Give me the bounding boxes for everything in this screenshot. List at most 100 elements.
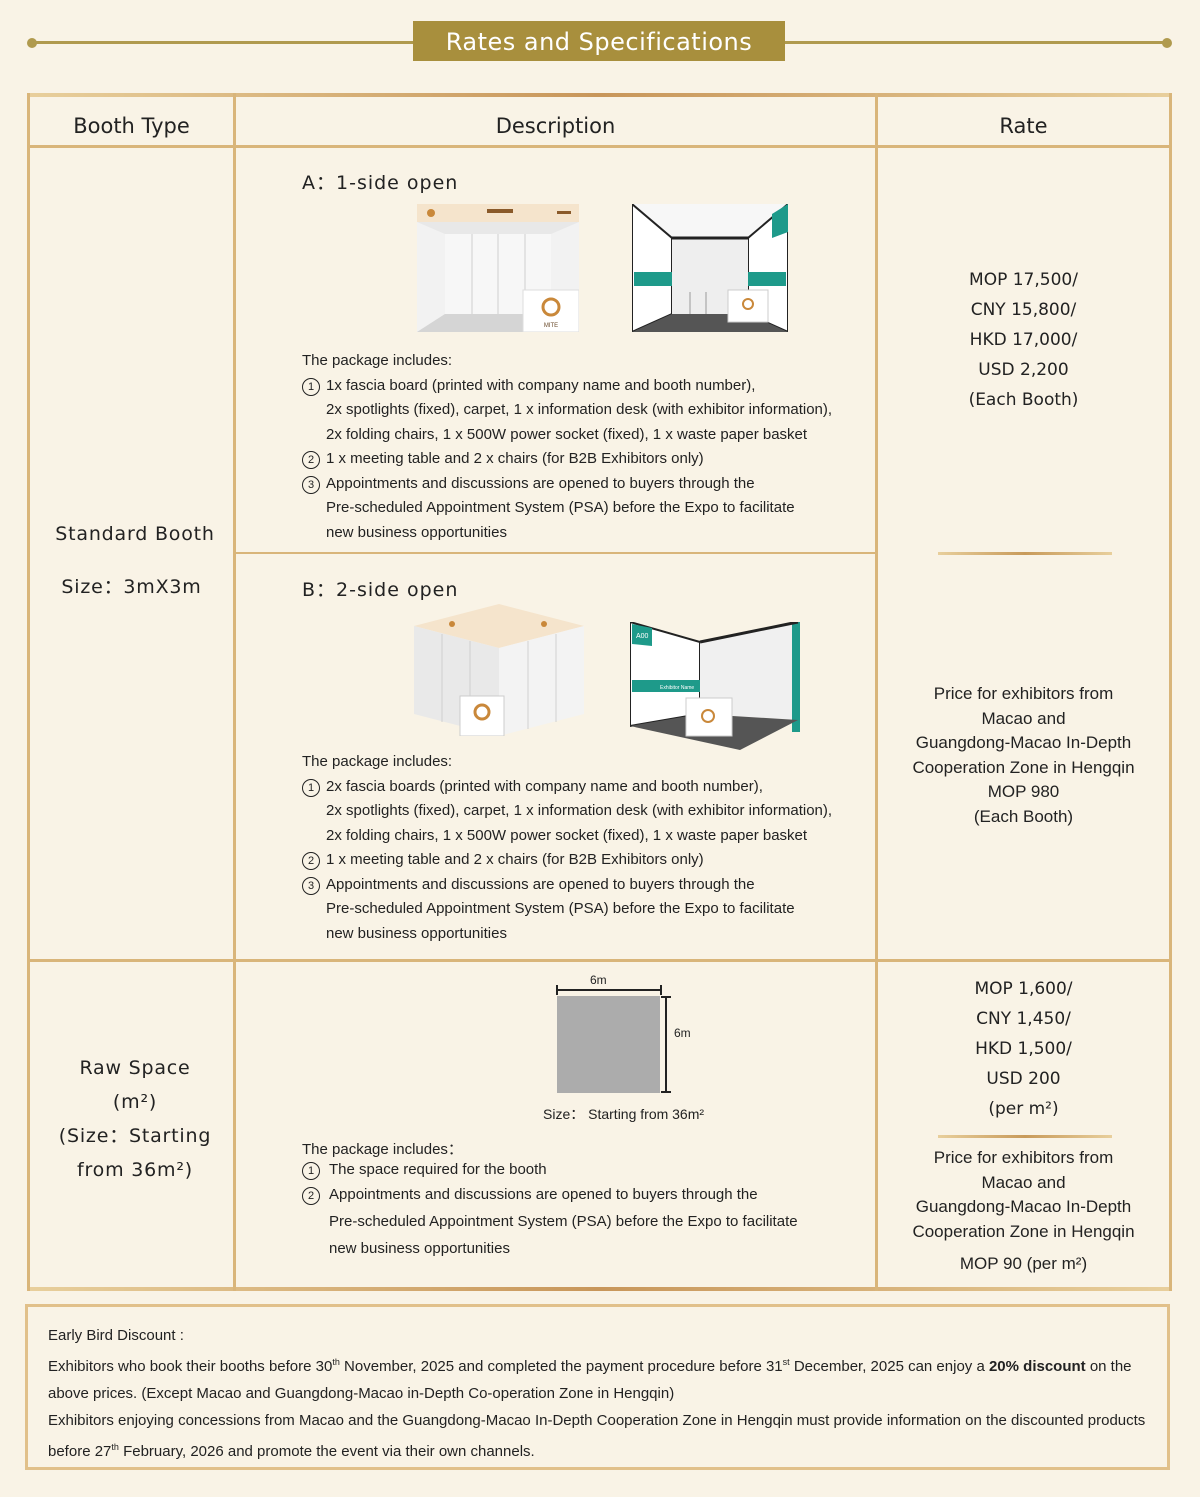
raw-space-item-1: 1 The space required for the booth — [302, 1159, 862, 1181]
raw-space-name-line: (m²) — [112, 1091, 158, 1113]
header-booth-type: Booth Type — [73, 114, 190, 138]
early-bird-title: Early Bird Discount : — [48, 1327, 184, 1344]
booth-a-desk-logo — [541, 297, 561, 317]
raw-space-local-rate-line: Cooperation Zone in Hengqin — [912, 1221, 1135, 1241]
booth-b-fascia-logo-right — [541, 621, 547, 627]
raw-space-width-tick-left — [556, 985, 558, 995]
option-a-item-1-line: 1x fascia board (printed with company na… — [326, 376, 756, 394]
option-b-item-3-line: new business opportunities — [326, 924, 507, 942]
standard-booth-size: Size：3mX3m — [61, 576, 202, 598]
raw-space-name-line: Raw Space — [79, 1057, 191, 1079]
option-b-item-2-line: 1 x meeting table and 2 x chairs (for B2… — [326, 851, 704, 868]
option-b-title: B：2-side open — [302, 579, 459, 601]
table-left-border — [27, 93, 30, 1291]
table-right-border — [1169, 93, 1172, 1291]
option-b-item-3: 3 Appointments and discussions are opene… — [302, 873, 862, 947]
standard-rate-line: HKD 17,000/ — [969, 330, 1078, 350]
raw-space-square — [557, 996, 660, 1093]
option-b-item-1: 1 2x fascia boards (printed with company… — [302, 775, 862, 849]
title-rule-left — [32, 41, 413, 44]
early-bird-text-part: Exhibitors who book their booths before … — [48, 1358, 333, 1375]
item-number: 1 — [302, 377, 320, 396]
page-title: Rates and Specifications — [413, 21, 785, 61]
raw-space-local-rate-line: MOP 90 (per m²) — [959, 1254, 1088, 1273]
option-b-item-2: 2 1 x meeting table and 2 x chairs (for … — [302, 848, 862, 873]
booth-b-front-image — [414, 604, 584, 736]
item-number: 2 — [302, 451, 320, 469]
option-a-item-1-line: 2x folding chairs, 1 x 500W power socket… — [326, 425, 808, 443]
early-bird-superscript: st — [782, 1357, 790, 1367]
option-a-item-3-line: new business opportunities — [326, 523, 507, 541]
booth-a-fascia-logo — [427, 209, 435, 217]
option-a-title: A：1-side open — [302, 172, 459, 194]
early-bird-text-part: November, 2025 and completed the payment… — [339, 1358, 783, 1375]
raw-space-height-label: 6m — [674, 1026, 691, 1040]
raw-space-item-2-line: Appointments and discussions are opened … — [329, 1186, 758, 1203]
table-row-divider — [27, 959, 1172, 962]
title-rule-left-dot — [27, 38, 37, 48]
raw-space-name: Raw Space (m²) (Size：Starting from 36m²) — [30, 1051, 240, 1187]
standard-local-rate-line: Macao and — [981, 708, 1066, 728]
early-bird-paragraph-2: Exhibitors enjoying concessions from Mac… — [48, 1407, 1158, 1465]
raw-space-width-label: 6m — [590, 973, 607, 987]
table-header-divider — [27, 145, 1172, 148]
raw-space-package-title: The package includes： — [302, 1141, 463, 1158]
early-bird-text-part: December, 2025 can enjoy a — [789, 1358, 989, 1375]
option-a-package: The package includes: 1 1x fascia board … — [302, 349, 862, 545]
raw-space-item-2-line: new business opportunities — [329, 1240, 510, 1257]
standard-local-rate-line: (Each Booth) — [973, 806, 1074, 826]
standard-local-rate-line: Cooperation Zone in Hengqin — [912, 757, 1135, 777]
item-number: 2 — [302, 1187, 320, 1205]
option-b-item-3-line: Appointments and discussions are opened … — [326, 875, 755, 893]
header-rate: Rate — [999, 114, 1048, 138]
early-bird-text-part: Exhibitors enjoying concessions from Mac… — [48, 1412, 1146, 1460]
early-bird-superscript: th — [111, 1442, 119, 1452]
table-bottom-border — [27, 1287, 1172, 1291]
raw-space-rate-line: HKD 1,500/ — [975, 1039, 1072, 1059]
early-bird-box — [25, 1304, 1170, 1470]
booth-b-fascia-logo-left — [449, 621, 455, 627]
table-col-divider-2 — [875, 93, 878, 1291]
booth-b-side-image: A00 Exhibitor Name — [630, 622, 800, 750]
early-bird-text-part: February, 2026 and promote the event via… — [118, 1443, 535, 1460]
raw-space-local-rate-line: Macao and — [981, 1172, 1066, 1192]
table-top-border — [27, 93, 1172, 97]
standard-local-rate-line: MOP 980 — [987, 782, 1060, 801]
standard-local-rate: Price for exhibitors from Macao and Guan… — [878, 682, 1169, 829]
title-rule-right — [785, 41, 1167, 44]
early-bird-text: Early Bird Discount : Exhibitors who boo… — [48, 1322, 1158, 1465]
raw-space-width-tick-right — [660, 985, 662, 995]
item-number: 2 — [302, 852, 320, 870]
raw-space-name-line: (Size：Starting — [58, 1125, 212, 1147]
raw-space-item-2: 2 Appointments and discussions are opene… — [302, 1181, 862, 1262]
early-bird-superscript: th — [332, 1357, 340, 1367]
raw-space-local-rate-line: Price for exhibitors from — [933, 1148, 1114, 1167]
option-a-item-1: 1 1x fascia board (printed with company … — [302, 374, 862, 448]
booth-b-exhibitor-text: Exhibitor Name — [660, 685, 694, 691]
raw-space-item-1-line: The space required for the booth — [329, 1161, 547, 1178]
standard-rate-line: (Each Booth) — [968, 390, 1079, 410]
header-description: Description — [495, 114, 616, 138]
raw-space-rate-line: USD 200 — [986, 1069, 1061, 1089]
item-number: 3 — [302, 876, 320, 895]
early-bird-text-part: on the above prices. (Except Macao and G… — [48, 1358, 1132, 1402]
standard-rate-line: USD 2,200 — [978, 360, 1069, 380]
raw-space-height-dimension — [665, 996, 667, 1093]
standard-rate-line: CNY 15,800/ — [970, 300, 1077, 320]
item-number: 1 — [302, 1162, 320, 1180]
option-a-item-3-line: Appointments and discussions are opened … — [326, 474, 755, 492]
standard-local-rate-line: Price for exhibitors from — [933, 684, 1114, 703]
raw-space-height-tick-top — [661, 996, 671, 998]
raw-space-rate-line: MOP 1,600/ — [974, 979, 1073, 999]
raw-space-rate-divider — [938, 1135, 1112, 1138]
standard-rate-line: MOP 17,500/ — [969, 270, 1078, 290]
booth-a-desk-text: MITE — [544, 323, 558, 329]
booth-b-number-text: A00 — [636, 633, 649, 640]
early-bird-paragraph-1: Exhibitors who book their booths before … — [48, 1349, 1158, 1407]
option-b-package-title: The package includes: — [302, 753, 453, 770]
standard-rate: MOP 17,500/ CNY 15,800/ HKD 17,000/ USD … — [878, 265, 1169, 415]
raw-space-height-tick-bottom — [661, 1091, 671, 1093]
raw-space-package: The package includes： 1 The space requir… — [302, 1141, 862, 1262]
item-number: 3 — [302, 475, 320, 494]
raw-space-rate: MOP 1,600/ CNY 1,450/ HKD 1,500/ USD 200… — [878, 974, 1169, 1124]
